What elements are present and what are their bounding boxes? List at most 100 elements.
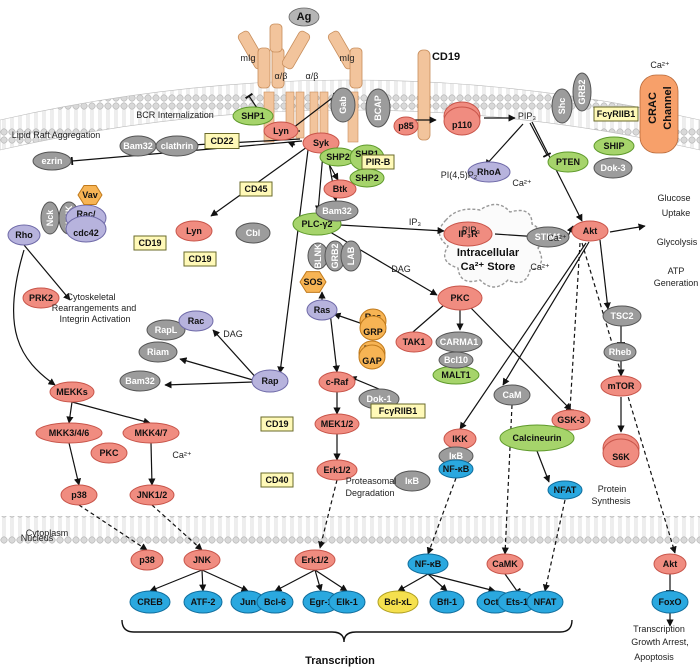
receptor-label-cd45: CD45 [244, 184, 267, 194]
pathway-text-26: Transcription [305, 655, 375, 667]
edge-64 [329, 311, 340, 373]
receptor-box-fc-riib1 [593, 106, 639, 122]
node-label-rapl: RapL [155, 325, 178, 335]
node-shape-mkk4-7 [122, 422, 180, 444]
node-label-syk: Syk [313, 138, 330, 148]
receptor-label-cd19: CD19 [188, 254, 211, 264]
node-label-shp1: SHP1 [355, 149, 379, 159]
node-label-dok-3: Dok-3 [600, 163, 625, 173]
node-shape-lyn [175, 220, 213, 242]
node-label-mkk4-7: MKK4/7 [134, 428, 167, 438]
node-shape-ip-r [443, 221, 493, 247]
node-shape-s6k [602, 438, 640, 468]
node-label-grp: GRP [363, 327, 383, 337]
node-shape-stim1 [526, 226, 570, 248]
edge-21 [599, 239, 611, 310]
edge-43 [148, 442, 156, 486]
node-label-riam: Riam [147, 347, 169, 357]
node-label-jnk1-2: JNK1/2 [137, 490, 168, 500]
node-shape-p38 [130, 549, 164, 571]
pathway-text-9: DAG [223, 329, 243, 339]
node-label-btk: Btk [333, 184, 348, 194]
membrane-label-3: α/β [306, 71, 319, 81]
pathway-text-21: Degradation [345, 488, 394, 498]
pathway-text-7: IP₃ [409, 217, 422, 227]
node-label-shc: Shc [557, 98, 567, 115]
edge-40 [66, 401, 74, 424]
node-label-nck: Nck [45, 209, 55, 227]
pathway-text-6: Ca²⁺ [547, 233, 567, 243]
node-label-erk1-2: Erk1/2 [323, 465, 350, 475]
edge-26 [459, 242, 587, 430]
node-shape-sos [299, 271, 327, 293]
node-shape-clathrin [155, 135, 199, 157]
pathway-text-4: PIP₃ [462, 225, 481, 235]
node-shape-creb [129, 590, 171, 614]
node-label-tak1: TAK1 [403, 337, 426, 347]
node-shape-akt [571, 220, 609, 242]
node-label-ras: Ras [314, 305, 331, 315]
receptor-box-cd45 [239, 181, 273, 197]
node-label-p38: p38 [139, 555, 155, 565]
node-shape-grp [359, 315, 387, 341]
node-shape-rheb [603, 342, 637, 362]
node-label-bfl-1: Bfl-1 [437, 597, 457, 607]
node-shape-cam [493, 384, 531, 406]
node-label-elk-1: Elk-1 [336, 597, 358, 607]
node-label-clathrin: clathrin [161, 141, 194, 151]
node-shape-rac [178, 310, 214, 332]
node-label-ezrin: ezrin [41, 156, 62, 166]
node-shape-rap [251, 369, 289, 393]
node-label-bam32: Bam32 [125, 376, 155, 386]
edge-31 [469, 306, 572, 411]
pathway-text-15: ATP [668, 266, 685, 276]
node-label-mkk3-4-6: MKK3/4/6 [49, 428, 90, 438]
node-shape-elk-1 [328, 590, 366, 614]
node-shape-tak1 [395, 331, 433, 353]
edge-54 [201, 569, 249, 592]
pathway-text-0: Lipid Raft Aggregation [12, 130, 101, 140]
edge-50 [427, 573, 448, 592]
node-label-shp1: SHP1 [241, 111, 265, 121]
node-shape-lab [340, 240, 362, 272]
receptor-label-cd22: CD22 [210, 136, 233, 146]
node-label-foxo: FoxO [658, 597, 681, 607]
node-label-gab: Gab [338, 96, 348, 114]
node-label-sos: SOS [303, 277, 322, 287]
node-shape-nf-b [407, 553, 449, 575]
node-shape-lyn [263, 121, 299, 141]
receptor-label-fc-riib1: FcγRIIB1 [379, 406, 418, 416]
node-shape-bcap [365, 88, 391, 128]
edge-48 [314, 569, 348, 592]
node-shape-riam [138, 341, 178, 363]
membrane-label-0: Ag [297, 11, 312, 23]
node-shape-mtor [600, 375, 642, 397]
node-label-nfat: NFAT [554, 485, 577, 495]
pathway-text-2: PIP₃ [518, 111, 537, 121]
node-shape-bcl-xl [377, 590, 419, 614]
node-label-nf-b: NF-κB [443, 464, 470, 474]
node-label-akt: Akt [663, 559, 678, 569]
edge-45 [151, 504, 203, 551]
node-shape-ship [593, 136, 635, 156]
node-shape-c-raf [318, 371, 356, 393]
receptor-label-cd19: CD19 [138, 238, 161, 248]
edge-27 [565, 242, 581, 412]
membrane-label-5: CD19 [432, 51, 460, 63]
edge-51 [427, 573, 496, 593]
pathway-text-23: Synthesis [591, 496, 631, 506]
receptor-box-cd40 [260, 472, 294, 488]
node-label-dok-1: Dok-1 [366, 394, 391, 404]
node-shape-prk2 [22, 287, 60, 309]
node-shape-gap [358, 344, 386, 370]
node-shape-rhoa [467, 161, 511, 183]
pathway-text-27: Transcription [633, 624, 685, 634]
edge-34 [318, 479, 338, 549]
node-shape-tsc2 [602, 305, 642, 327]
node-label-ets-1: Ets-1 [506, 597, 528, 607]
edge-66 [349, 376, 380, 390]
node-shape-gab [330, 87, 356, 123]
node-shape-bcl10 [438, 351, 474, 369]
bcr-receptor [237, 7, 679, 154]
node-shape-mkk3-4-6 [35, 422, 103, 444]
